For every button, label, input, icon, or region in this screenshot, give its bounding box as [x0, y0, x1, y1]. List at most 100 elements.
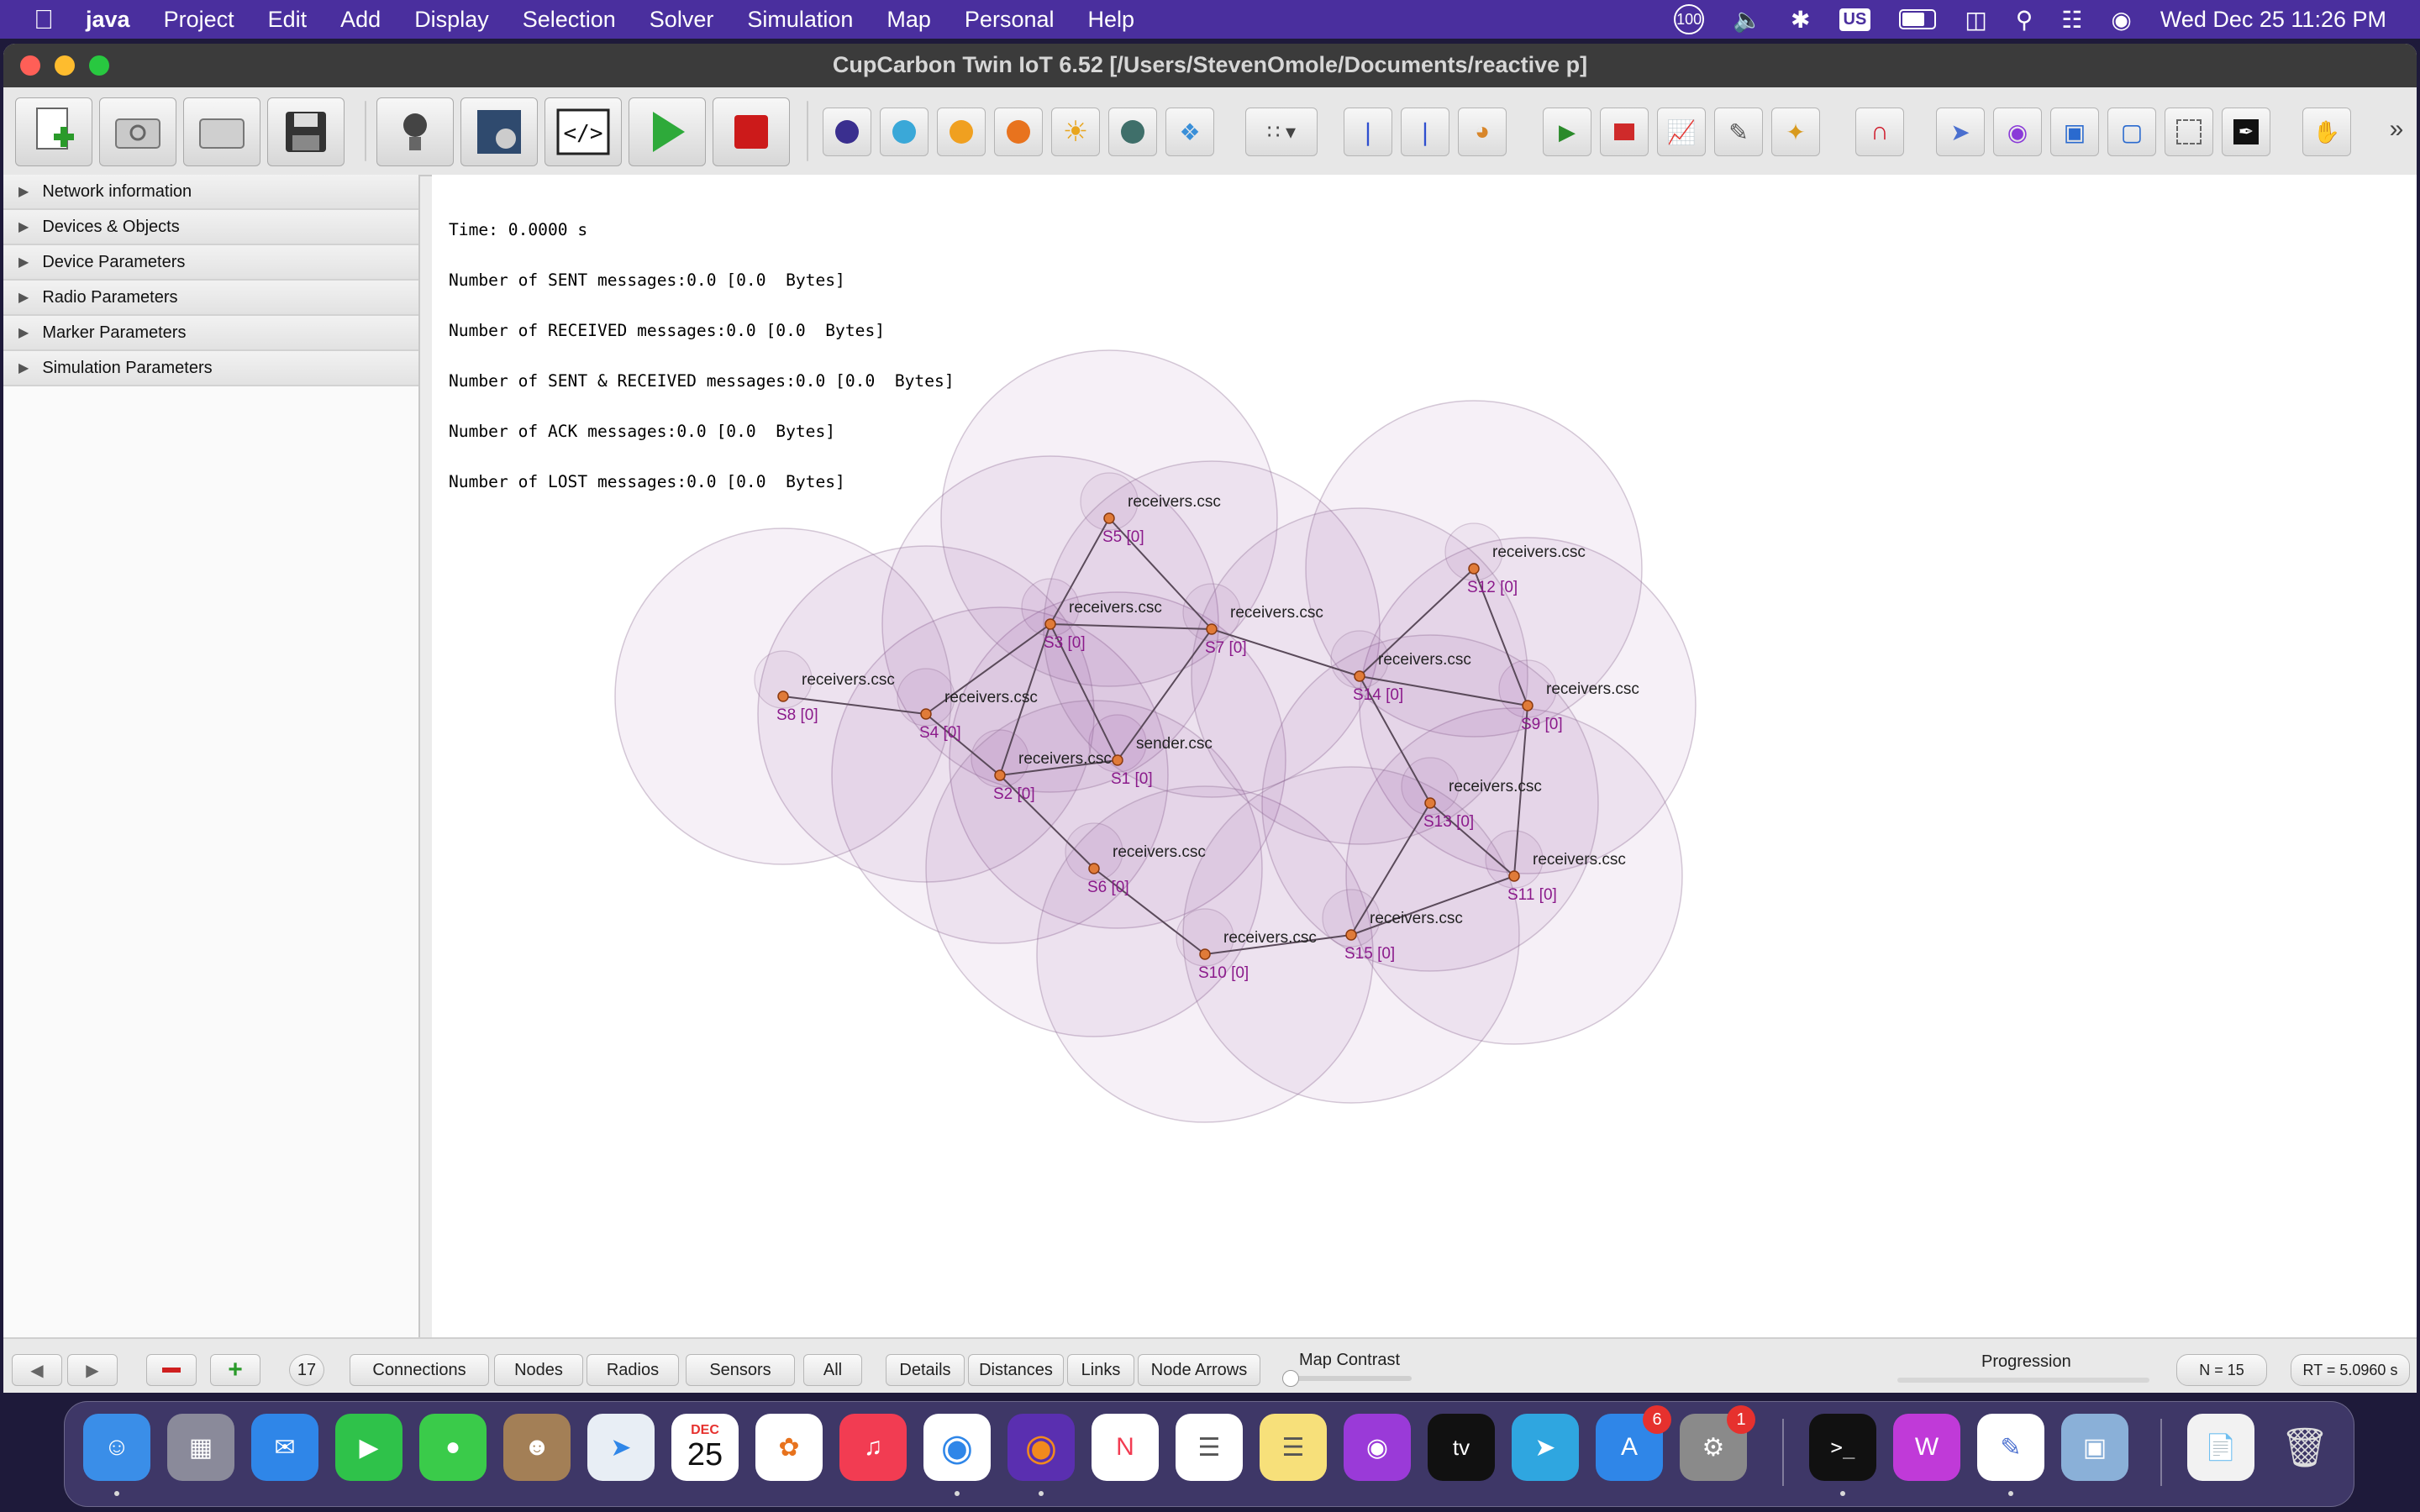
dock-system-settings[interactable]: ⚙1 [1680, 1405, 1755, 1481]
dock-cupcarbon[interactable]: ✎ [1977, 1414, 2044, 1481]
node-dot[interactable] [1044, 618, 1056, 630]
add-route-button[interactable]: ❖ [1165, 108, 1214, 156]
add-radio-button[interactable] [880, 108, 929, 156]
connections-button[interactable]: Connections [350, 1354, 489, 1386]
menubar-clock[interactable]: Wed Dec 25 11:26 PM [2160, 6, 2386, 32]
magic-button[interactable]: ✦ [1771, 108, 1820, 156]
node-dot[interactable] [1112, 754, 1123, 766]
menu-simulation[interactable]: Simulation [747, 6, 854, 32]
menu-selection[interactable]: Selection [522, 6, 616, 32]
stop-script-button[interactable] [1600, 108, 1649, 156]
dock-finder[interactable]: ☺ [83, 1414, 150, 1481]
previous-button[interactable]: ◀ [12, 1354, 62, 1386]
battery-icon[interactable] [1899, 9, 1937, 29]
edit-button[interactable]: ✎ [1714, 108, 1763, 156]
node-dot[interactable] [1354, 670, 1365, 682]
map-contrast-slider[interactable] [1282, 1370, 1412, 1387]
node-dot[interactable] [1468, 563, 1480, 575]
chart-button[interactable]: 📈 [1657, 108, 1706, 156]
all-button[interactable]: All [803, 1354, 862, 1386]
selection-mode-dropdown[interactable]: ∷ ▾ [1245, 108, 1318, 156]
sensors-button[interactable]: Sensors [686, 1354, 795, 1386]
dock-contacts[interactable]: ☻ [503, 1414, 571, 1481]
remove-button[interactable] [146, 1354, 197, 1386]
dock-terminal[interactable]: >_ [1809, 1414, 1876, 1481]
menu-personal[interactable]: Personal [964, 6, 1055, 32]
add-sensor-button[interactable] [823, 108, 871, 156]
links-button[interactable]: Links [1067, 1354, 1134, 1386]
bluetooth-icon[interactable]: ✱ [1791, 6, 1811, 33]
add-base-station-button[interactable] [994, 108, 1043, 156]
dock-calendar[interactable]: DEC 25 [671, 1414, 739, 1481]
node-dot[interactable] [1088, 863, 1100, 874]
pie-tool-button[interactable]: ◕ [1458, 108, 1507, 156]
sidebar-item-network-information[interactable]: ▶Network information [3, 175, 418, 210]
menu-edit[interactable]: Edit [267, 6, 308, 32]
details-button[interactable]: Details [886, 1354, 965, 1386]
dock-podcasts[interactable]: ◉ [1344, 1414, 1411, 1481]
minimize-window-button[interactable] [55, 55, 75, 76]
lightbulb-button[interactable] [376, 97, 454, 166]
sidebar-item-marker-parameters[interactable]: ▶Marker Parameters [3, 316, 418, 351]
next-button[interactable]: ▶ [67, 1354, 118, 1386]
node-arrows-button[interactable]: Node Arrows [1138, 1354, 1260, 1386]
dock-maps[interactable]: ➤ [587, 1414, 655, 1481]
run-config-button[interactable] [460, 97, 538, 166]
new-project-button[interactable] [15, 97, 92, 166]
stop-simulation-button[interactable] [713, 97, 790, 166]
extra-tool-button[interactable]: ✋ [2302, 108, 2351, 156]
node-dot[interactable] [1522, 700, 1534, 711]
select-area-button[interactable] [2165, 108, 2213, 156]
zoom-area-button[interactable]: ▣ [2050, 108, 2099, 156]
dock-firefox[interactable]: ◉ [1007, 1414, 1075, 1481]
dock-photos[interactable]: ✿ [755, 1414, 823, 1481]
save-project-button[interactable] [267, 97, 345, 166]
dock-news[interactable]: N [1092, 1414, 1159, 1481]
menu-add[interactable]: Add [340, 6, 381, 32]
node-dot[interactable] [1206, 623, 1218, 635]
menu-solver[interactable]: Solver [649, 6, 714, 32]
dock-chrome[interactable]: ◉ [923, 1414, 991, 1481]
radio-edit-button[interactable]: ◉ [1993, 108, 2042, 156]
menu-project[interactable]: Project [163, 6, 234, 32]
spotlight-search-icon[interactable]: ⚲ [2015, 6, 2033, 33]
nodes-button[interactable]: Nodes [494, 1354, 583, 1386]
sidebar-item-simulation-parameters[interactable]: ▶Simulation Parameters [3, 351, 418, 386]
menu-map[interactable]: Map [886, 6, 931, 32]
code-editor-button[interactable]: </> [544, 97, 622, 166]
screen-mirroring-icon[interactable]: ◫ [1965, 6, 1987, 33]
vertical-marker-button[interactable]: ❘ [1401, 108, 1449, 156]
dock-messages[interactable]: ● [419, 1414, 487, 1481]
close-window-button[interactable] [20, 55, 40, 76]
sidebar-item-devices-objects[interactable]: ▶Devices & Objects [3, 210, 418, 245]
dock-reminders[interactable]: ☰ [1176, 1414, 1243, 1481]
node-dot[interactable] [920, 708, 932, 720]
menu-app-name[interactable]: java [86, 6, 130, 32]
menu-help[interactable]: Help [1087, 6, 1135, 32]
dock-wps-office[interactable]: W [1893, 1414, 1960, 1481]
resize-button[interactable]: ▢ [2107, 108, 2156, 156]
open-folder-button[interactable] [183, 97, 260, 166]
dock-notes[interactable]: ☰ [1260, 1414, 1327, 1481]
sidebar-item-radio-parameters[interactable]: ▶Radio Parameters [3, 281, 418, 316]
add-mobile-button[interactable] [937, 108, 986, 156]
dock-music[interactable]: ♫ [839, 1414, 907, 1481]
node-dot[interactable] [1199, 948, 1211, 960]
node-dot[interactable] [1345, 929, 1357, 941]
mobility-button[interactable]: ➤ [1936, 108, 1985, 156]
node-dot[interactable] [1424, 797, 1436, 809]
node-dot[interactable] [1508, 870, 1520, 882]
control-center-icon[interactable]: ☷ [2061, 6, 2083, 33]
slider-thumb[interactable] [1282, 1370, 1299, 1387]
toolbar-overflow-chevron-icon[interactable]: » [2389, 115, 2404, 143]
